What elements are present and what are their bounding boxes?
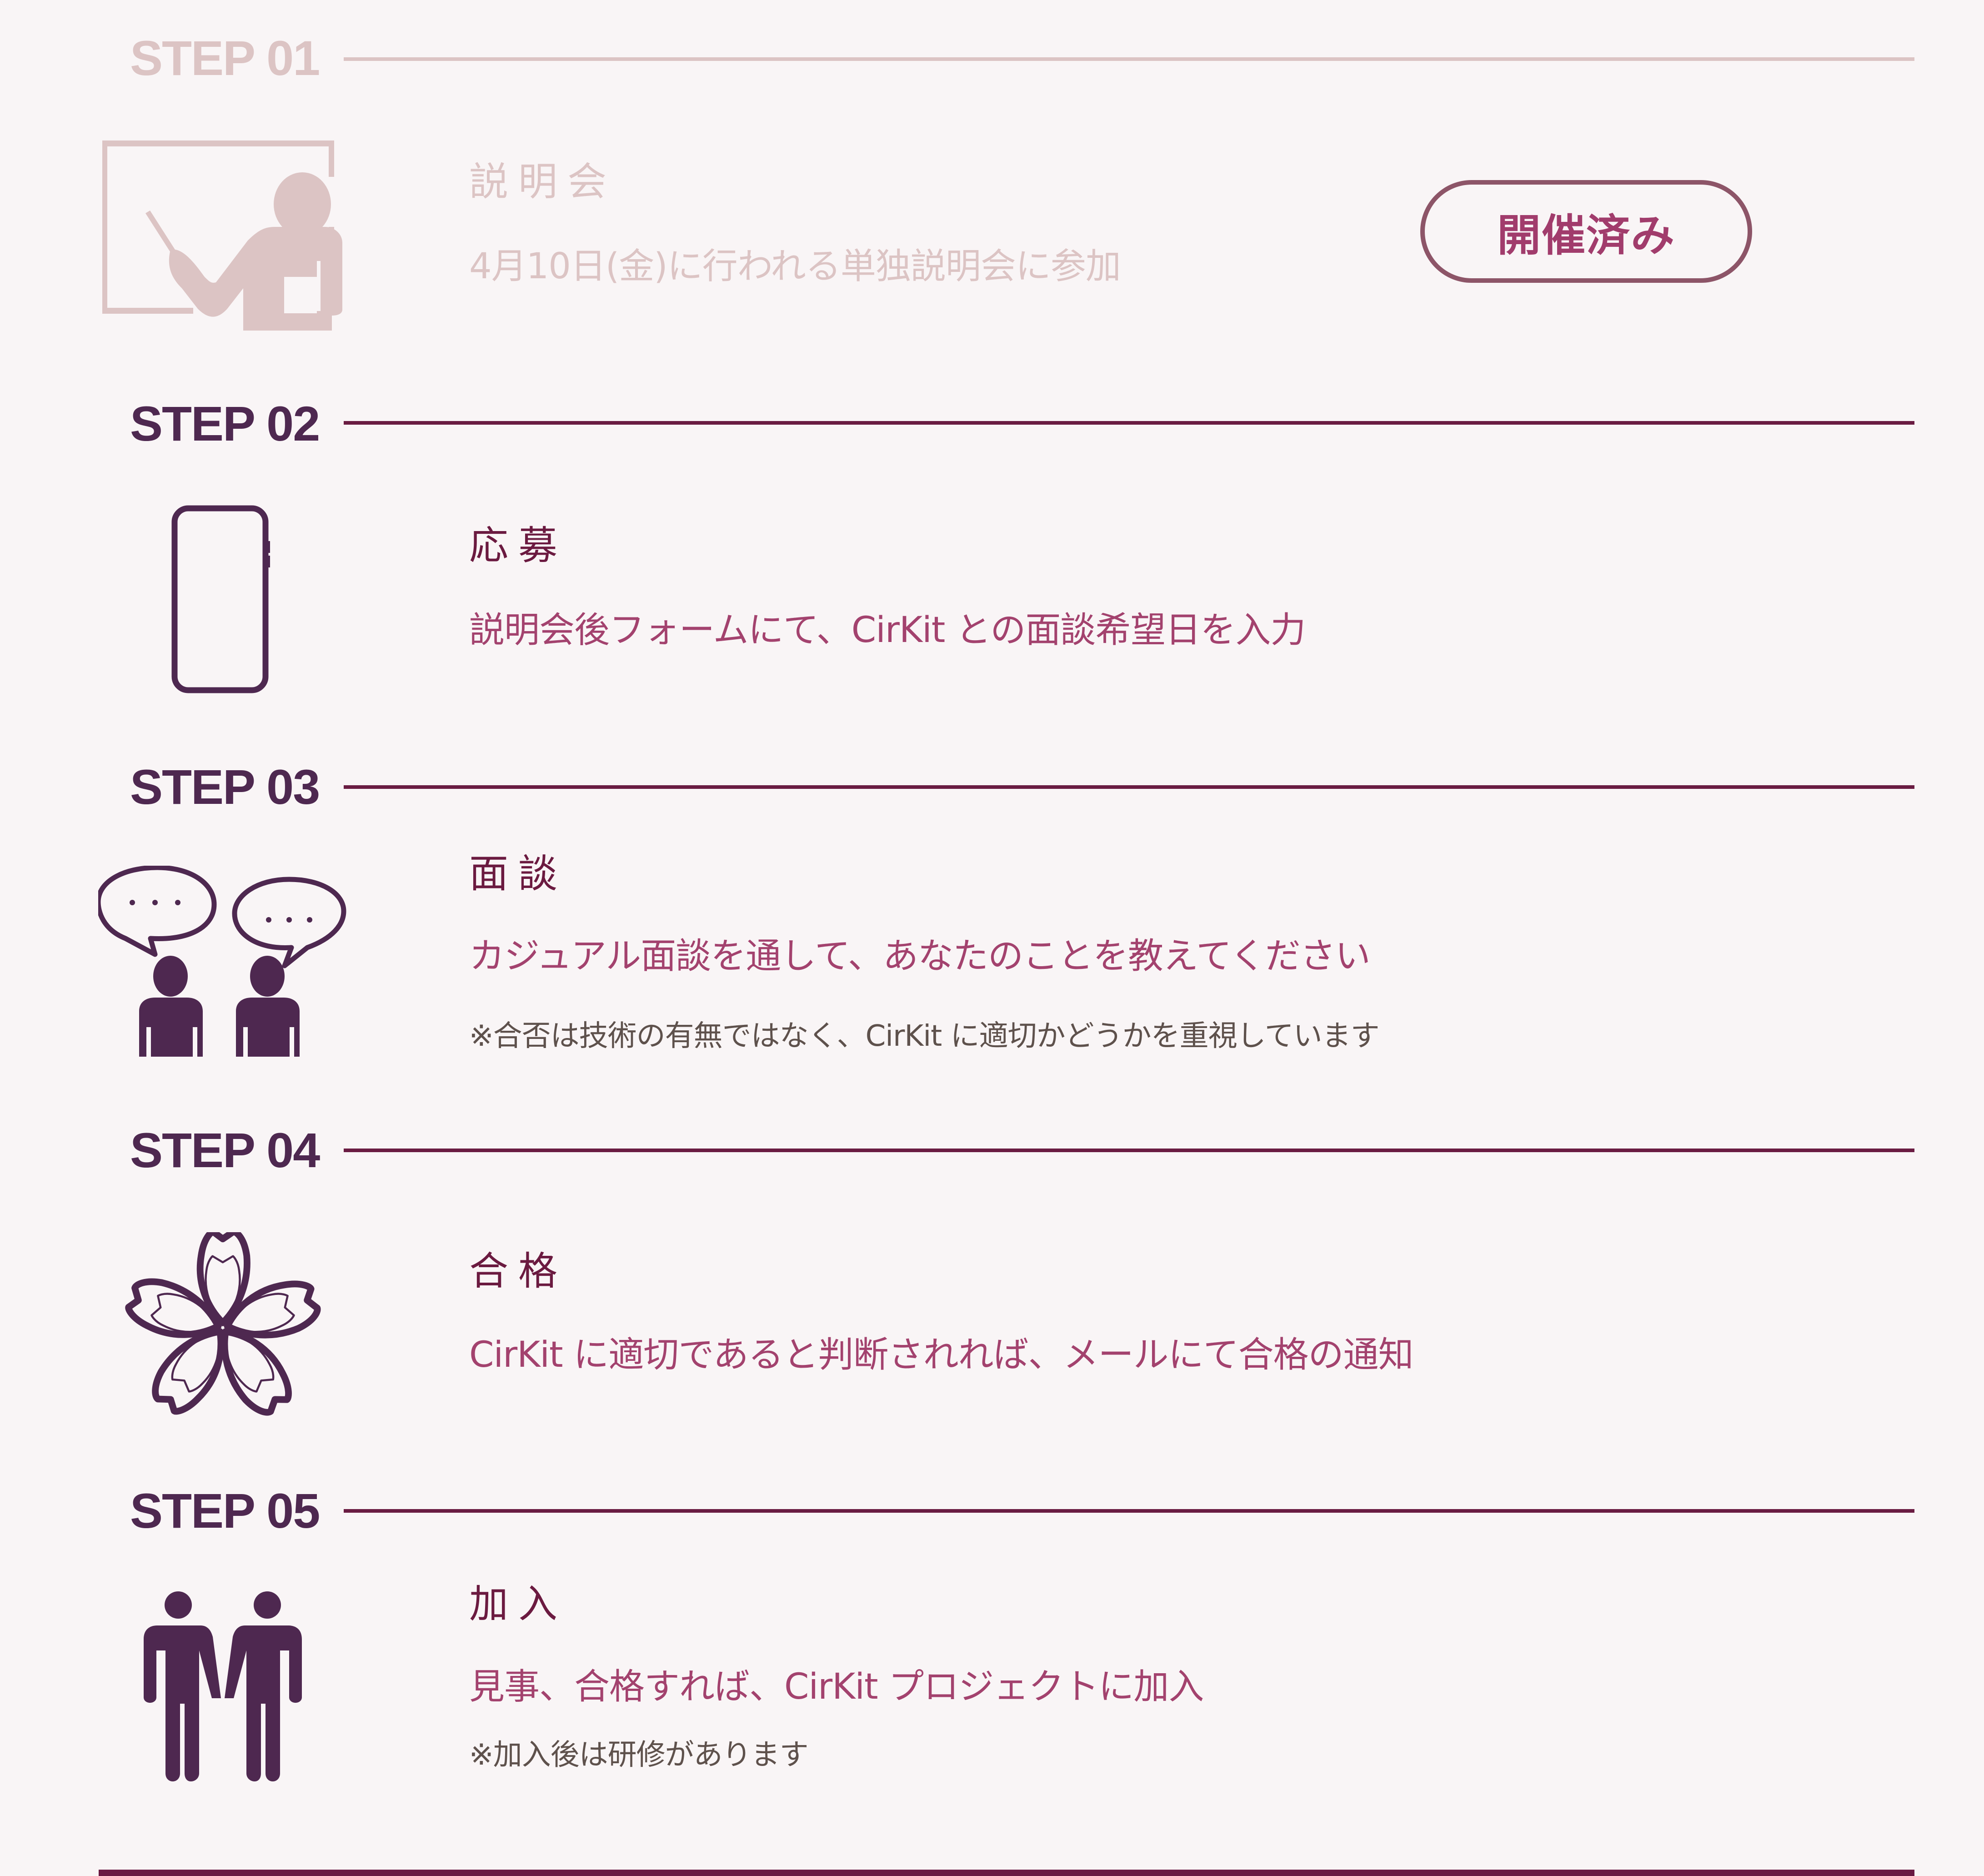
smartphone-icon bbox=[171, 505, 273, 694]
step-label: STEP 02 bbox=[130, 396, 320, 451]
step-note: ※合否は技術の有無ではなく、CirKit に適切かどうかを重視しています bbox=[469, 1019, 1380, 1053]
status-badge[interactable]: 開催済み bbox=[1420, 180, 1752, 283]
step-label: STEP 01 bbox=[130, 30, 320, 85]
step-title: 合格 bbox=[469, 1249, 567, 1294]
step-divider bbox=[344, 785, 1914, 789]
step-label: STEP 05 bbox=[130, 1483, 320, 1538]
step-divider bbox=[344, 421, 1914, 425]
step-description: CirKit に適切であると判断されれば、メールにて合格の通知 bbox=[469, 1334, 1414, 1375]
step-divider bbox=[344, 1149, 1914, 1152]
step-divider bbox=[344, 1509, 1914, 1513]
presenter-whiteboard-icon bbox=[102, 140, 343, 331]
step-title: 加入 bbox=[469, 1581, 567, 1627]
step-note: ※加入後は研修があります bbox=[469, 1738, 809, 1772]
step-label: STEP 04 bbox=[130, 1123, 320, 1178]
step-label: STEP 03 bbox=[130, 759, 320, 814]
step-title: 面談 bbox=[469, 851, 567, 897]
footer-divider bbox=[99, 1870, 1914, 1876]
conversation-icon bbox=[98, 866, 346, 1058]
step-description: 説明会後フォームにて、CirKit との面談希望日を入力 bbox=[469, 610, 1306, 651]
step-title: 応募 bbox=[469, 523, 567, 568]
two-people-holding-hands-icon bbox=[144, 1591, 302, 1782]
step-description: カジュアル面談を通して、あなたのことを教えてください bbox=[469, 936, 1371, 977]
step-divider bbox=[344, 57, 1914, 61]
step-title: 説明会 bbox=[469, 159, 616, 205]
step-description: 見事、合格すれば、CirKit プロジェクトに加入 bbox=[469, 1666, 1204, 1707]
sakura-icon bbox=[124, 1232, 322, 1423]
step-description: 4月10日(金)に行われる単独説明会に参加 bbox=[469, 246, 1121, 287]
